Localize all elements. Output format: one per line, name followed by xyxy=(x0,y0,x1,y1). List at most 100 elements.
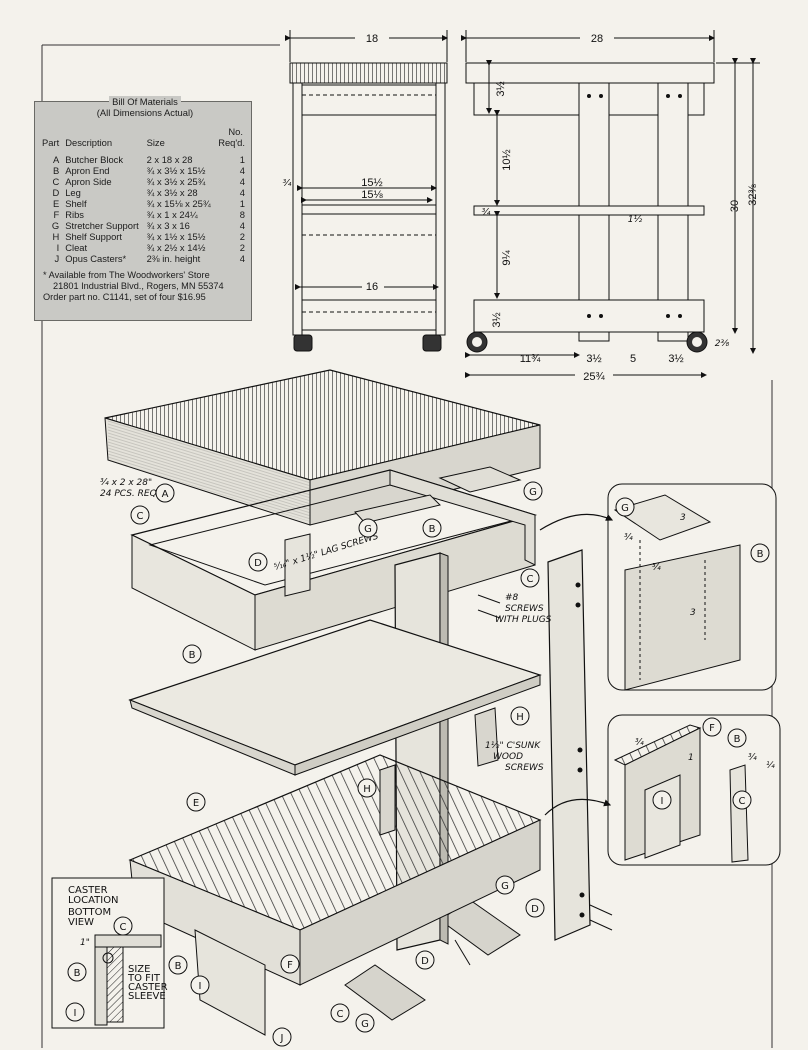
svg-text:C: C xyxy=(137,511,144,522)
front-caster-right xyxy=(422,334,442,352)
svg-text:B: B xyxy=(175,961,182,972)
plug-screws-note-3: WITH PLUGS xyxy=(495,615,552,625)
part-e-shelf xyxy=(128,619,542,776)
part-a-note-count: 24 PCS. REQ'D. xyxy=(100,489,169,499)
part-h-shelf-support xyxy=(379,707,499,836)
caster-title-2: LOCATION xyxy=(68,895,119,906)
bom-title: Bill Of Materials xyxy=(39,96,251,107)
side-bottom-dim-3: 5 xyxy=(630,353,636,365)
side-dim-4: 3½ xyxy=(491,312,503,327)
csunk-note-1: 1½" C'SUNK xyxy=(485,741,541,751)
svg-text:C: C xyxy=(527,574,534,585)
side-elevation-view: 28 30 32⅜ 3½ 10½ 9¼ 3½ ¾ 1½ xyxy=(461,30,760,383)
bom-col-required: Req'd. xyxy=(218,137,245,148)
svg-text:H: H xyxy=(516,712,524,723)
caster-location-inset: CASTER LOCATION BOTTOM VIEW 1" SIZE TO F… xyxy=(51,877,168,1029)
label-h-1: H xyxy=(510,706,530,726)
caster-title-3: BOTTOM xyxy=(68,907,111,918)
label-g-4: G xyxy=(355,1013,375,1033)
front-side-dim: ¾ xyxy=(283,179,292,189)
svg-text:G: G xyxy=(621,503,629,514)
label-j: J xyxy=(272,1027,292,1047)
svg-text:G: G xyxy=(361,1019,369,1030)
detail-g-dim-1: 3 xyxy=(680,513,686,523)
detail-f-dim-1: ¾ xyxy=(635,738,644,748)
front-elevation-view: 18 15½ 15⅛ 16 ¾ xyxy=(283,30,448,352)
svg-text:B: B xyxy=(74,968,81,979)
side-total-height-dim: 32⅜ xyxy=(747,183,759,205)
bom-col-part: Part xyxy=(42,137,60,148)
bom-no-header: No. xyxy=(228,126,243,137)
side-height-dim: 30 xyxy=(729,200,741,212)
part-a-note-size: ¾ x 2 x 28" xyxy=(100,478,152,488)
caster-size-2: TO FIT xyxy=(127,973,161,984)
detail-label-c: C xyxy=(732,790,752,810)
side-bottom-dim-4: 3½ xyxy=(668,353,683,365)
label-i-1: I xyxy=(190,975,210,995)
front-bottom-dim: 16 xyxy=(366,281,378,293)
label-d-1: D xyxy=(248,552,268,572)
bom-note-line-2: 21801 Industrial Blvd., Rogers, MN 55374 xyxy=(53,281,224,291)
svg-text:I: I xyxy=(74,1008,77,1019)
label-c-1: C xyxy=(130,505,150,525)
side-dim-6: 1½ xyxy=(628,215,643,225)
detail-label-f: F xyxy=(702,717,722,737)
caster-label-b: B xyxy=(67,962,87,982)
plug-screws-note-1: #8 xyxy=(505,593,519,603)
side-bottom-total-dim: 25¾ xyxy=(583,371,605,383)
detail-label-g: G xyxy=(615,497,635,517)
svg-text:B: B xyxy=(734,734,741,745)
svg-text:B: B xyxy=(189,650,196,661)
side-dim-3: 9¼ xyxy=(501,250,513,266)
front-inner-dim-1: 15½ xyxy=(361,177,382,189)
detail-label-b2: B xyxy=(727,728,747,748)
label-e: E xyxy=(186,792,206,812)
part-a-butcher-block xyxy=(104,369,541,526)
front-inner-dim-2: 15⅛ xyxy=(361,189,383,201)
label-c-3: C xyxy=(330,1003,350,1023)
lower-rib-assembly xyxy=(128,754,542,1036)
svg-text:C: C xyxy=(739,796,746,807)
label-c-2: C xyxy=(520,568,540,588)
side-bottom-dim-1: 11¾ xyxy=(520,353,541,365)
caster-title-4: VIEW xyxy=(68,917,94,928)
detail-f-dim-2: 1 xyxy=(688,753,694,763)
csunk-note-2: WOOD xyxy=(493,752,523,762)
label-b-2: B xyxy=(182,644,202,664)
side-dim-5: ¾ xyxy=(482,208,491,218)
plug-screws-note-2: SCREWS xyxy=(505,604,544,614)
front-width-dim: 18 xyxy=(366,33,378,45)
svg-text:I: I xyxy=(199,981,202,992)
svg-text:E: E xyxy=(193,798,199,809)
svg-text:G: G xyxy=(529,487,537,498)
detail-f-dim-3: ¾ xyxy=(748,753,757,763)
exploded-assembly: ¾ x 2 x 28" 24 PCS. REQ'D. ⁵⁄₁₆" x 1½" L… xyxy=(100,369,613,1047)
side-width-dim: 28 xyxy=(591,33,603,45)
detail-g-dim-4: 3 xyxy=(690,608,696,618)
svg-text:D: D xyxy=(531,904,539,915)
bom-header-row: Part Description Size Req'd. xyxy=(39,137,249,154)
caster-label-c: C xyxy=(113,916,133,936)
label-f-1: F xyxy=(280,954,300,974)
svg-text:J: J xyxy=(280,1033,284,1044)
svg-text:B: B xyxy=(757,549,764,560)
svg-text:G: G xyxy=(364,524,372,535)
detail-g-dim-2: ¾ xyxy=(624,533,633,543)
svg-text:F: F xyxy=(709,723,715,734)
screws xyxy=(454,594,613,966)
svg-text:I: I xyxy=(661,796,664,807)
bom-note-line-3: Order part no. C1141, set of four $16.95 xyxy=(43,292,206,302)
caster-label-i: I xyxy=(65,1002,85,1022)
detail-label-b: B xyxy=(750,543,770,563)
label-g-2: G xyxy=(358,518,378,538)
svg-text:A: A xyxy=(162,489,169,500)
